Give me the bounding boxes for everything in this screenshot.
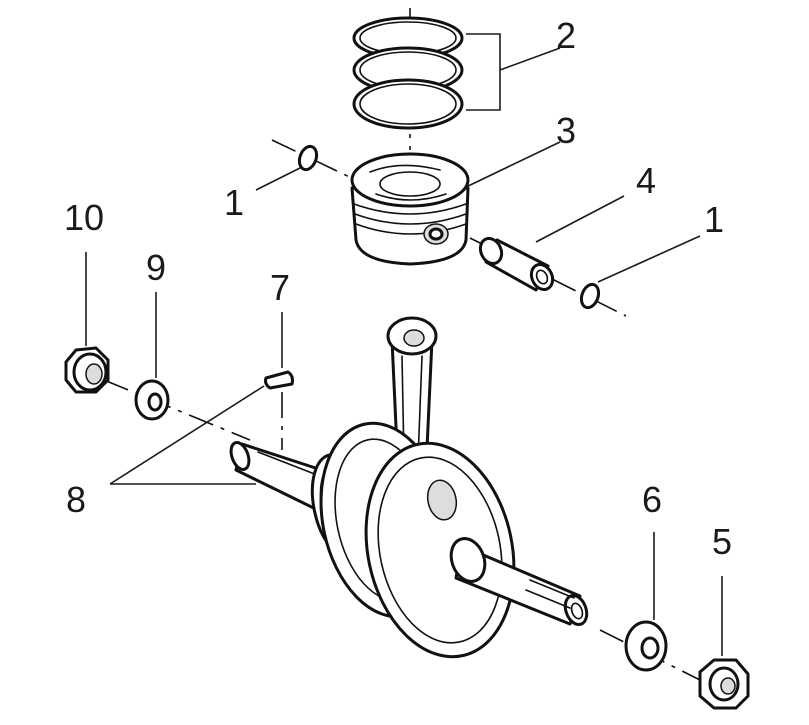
washer-right bbox=[624, 620, 668, 672]
piston-ring-set bbox=[352, 16, 464, 130]
callout-9: 9 bbox=[146, 247, 166, 288]
flange-nut bbox=[64, 346, 110, 394]
woodruff-key bbox=[264, 370, 294, 390]
callout-8: 8 bbox=[66, 479, 86, 520]
piston-pin bbox=[478, 236, 555, 292]
piston bbox=[350, 152, 470, 266]
nut bbox=[698, 658, 750, 710]
piston-pin-clip-left bbox=[297, 144, 319, 172]
crankshaft-assembly bbox=[229, 316, 589, 659]
callout-1-left: 1 bbox=[224, 182, 244, 223]
leader-lines bbox=[85, 33, 723, 656]
piston-pin-clip-right bbox=[579, 282, 601, 310]
callout-6: 6 bbox=[642, 479, 662, 520]
callout-10: 10 bbox=[64, 197, 104, 238]
callout-1-right: 1 bbox=[704, 199, 724, 240]
callout-4: 4 bbox=[636, 160, 656, 201]
callout-labels: 1 1 2 3 4 5 6 7 8 9 10 bbox=[64, 15, 732, 562]
callout-5: 5 bbox=[712, 521, 732, 562]
callout-2: 2 bbox=[556, 15, 576, 56]
washer-left bbox=[134, 379, 170, 421]
callout-3: 3 bbox=[556, 110, 576, 151]
callout-7: 7 bbox=[270, 267, 290, 308]
